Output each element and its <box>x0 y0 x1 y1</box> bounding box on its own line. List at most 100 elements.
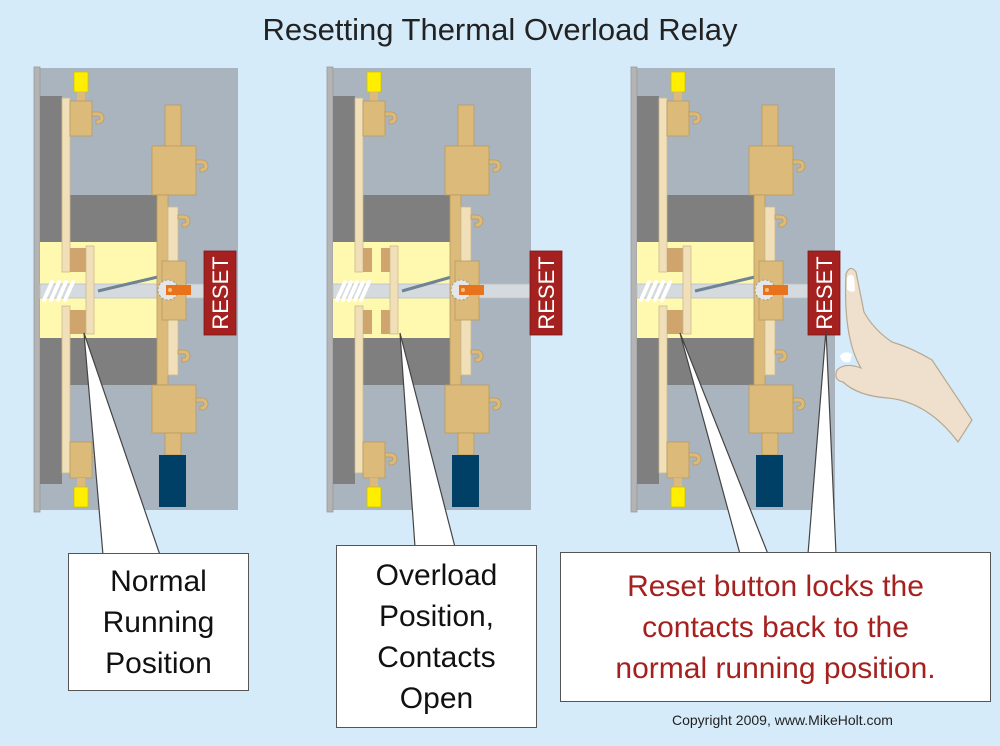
load-terminal-bottom <box>748 384 794 434</box>
latch-lever <box>694 274 760 293</box>
reset-button-label: RESET <box>208 256 233 329</box>
top-post <box>457 104 475 148</box>
moving-contact-bar <box>389 245 399 335</box>
spring-coil <box>56 280 68 302</box>
thumbnail <box>840 352 852 363</box>
contact-pair <box>667 248 683 272</box>
callout-line: contacts back to the <box>642 610 909 644</box>
mounting-plate <box>630 66 638 513</box>
reset-button <box>203 250 237 336</box>
motor-lead-connector <box>756 455 783 507</box>
screw-terminal-tab <box>774 214 788 228</box>
bottom-post <box>457 432 475 456</box>
screw-terminal-tab <box>195 397 209 411</box>
screw-terminal-tab <box>792 397 806 411</box>
bottom-post <box>164 432 182 456</box>
load-terminal-top <box>151 145 197 196</box>
contact-pair <box>70 310 86 334</box>
fixed-contact-strip-upper <box>354 97 364 273</box>
terminal-stem <box>674 478 682 488</box>
terminal-stem <box>370 92 378 102</box>
spring-coil <box>49 280 61 302</box>
spring-coil <box>660 280 672 302</box>
latch-lever <box>97 274 163 293</box>
mounting-plate <box>33 66 41 513</box>
screw-terminal-tab <box>177 349 191 363</box>
ratchet-pawl <box>459 285 484 295</box>
spring-coil <box>653 280 665 302</box>
callout-reset-explanation: Reset button locks the contacts back to t… <box>560 552 991 702</box>
heater-core-lower <box>659 338 754 385</box>
fixed-contact-strip-lower <box>61 305 71 474</box>
callout-line: Running <box>102 605 215 639</box>
callout-line: Contacts <box>377 640 496 674</box>
heater-core-upper <box>355 195 450 242</box>
callout-line: Position, <box>378 599 495 633</box>
terminal-block-bottom <box>362 441 386 479</box>
screw-terminal-tab <box>688 111 702 125</box>
motor-lead-connector <box>452 455 479 507</box>
screw-terminal-tab <box>91 111 105 125</box>
load-terminal-top <box>444 145 490 196</box>
terminal-block-bottom <box>69 441 93 479</box>
contact-pair <box>667 310 683 334</box>
contact-pair <box>70 248 86 272</box>
pawl-pivot <box>461 288 465 292</box>
spring-coil <box>359 280 371 302</box>
fixed-contact <box>363 310 372 334</box>
relay-panel-reset-pressed: RESET <box>630 66 841 513</box>
load-terminal-bottom <box>151 384 197 434</box>
screw-terminal-tab <box>384 111 398 125</box>
moving-contact <box>381 248 390 272</box>
callout-line: Position <box>105 646 212 680</box>
diagram-title: Resetting Thermal Overload Relay <box>262 12 738 47</box>
spring-coil <box>341 280 353 302</box>
wire-terminal-top <box>73 71 89 93</box>
spring-coil <box>646 280 658 302</box>
top-post <box>761 104 779 148</box>
fingernail <box>847 274 855 292</box>
screw-terminal-tab <box>792 159 806 173</box>
callout-line: Overload <box>375 558 498 592</box>
terminal-block-top <box>666 100 690 137</box>
screw-terminal-tab <box>488 397 502 411</box>
screw-terminal-tab <box>488 159 502 173</box>
heater-core-upper <box>659 195 754 242</box>
reset-button <box>807 250 841 336</box>
wire-terminal-bottom <box>670 486 686 508</box>
fixed-contact-strip-lower <box>354 305 364 474</box>
motor-lead-connector <box>159 455 186 507</box>
spring-coil <box>335 280 347 302</box>
moving-contact <box>381 310 390 334</box>
load-terminal-bottom <box>444 384 490 434</box>
callout-line: Open <box>399 681 474 715</box>
moving-contact-bar <box>682 245 692 335</box>
terminal-block-bottom <box>666 441 690 479</box>
terminal-stem <box>77 478 85 488</box>
spring-coil <box>639 280 651 302</box>
wire-terminal-top <box>366 71 382 93</box>
heater-core-upper <box>62 195 157 242</box>
terminal-block-top <box>362 100 386 137</box>
latch-lever <box>401 274 456 293</box>
screw-terminal-tab <box>774 349 788 363</box>
fixed-contact-strip-upper <box>61 97 71 273</box>
reset-button-label: RESET <box>812 256 837 329</box>
moving-contact-bar <box>85 245 95 335</box>
screw-terminal-tab <box>177 214 191 228</box>
top-post <box>164 104 182 148</box>
fixed-contact-strip-lower <box>658 305 668 474</box>
callout-line: Reset button locks the <box>627 569 924 603</box>
screw-terminal-tab <box>195 159 209 173</box>
spring-coil <box>353 280 365 302</box>
wire-terminal-bottom <box>366 486 382 508</box>
screw-terminal-tab <box>470 349 484 363</box>
fixed-contact-strip-upper <box>658 97 668 273</box>
wire-terminal-top <box>670 71 686 93</box>
terminal-stem <box>77 92 85 102</box>
terminal-stem <box>370 478 378 488</box>
reset-button <box>529 250 563 336</box>
fixed-contact <box>363 248 372 272</box>
